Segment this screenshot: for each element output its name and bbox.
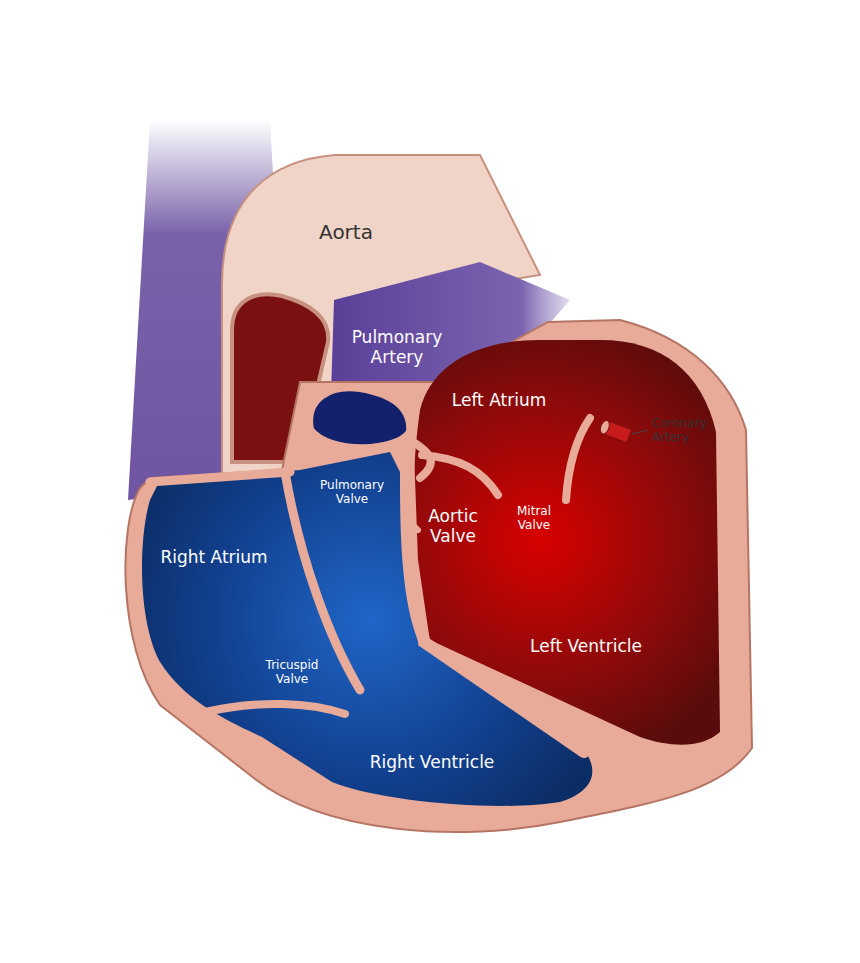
part-name: Aortic Valve: [416, 506, 490, 547]
part-name: Pulmonary Valve: [310, 478, 394, 507]
part-name: Coronary Artery: [652, 416, 732, 445]
part-label: Pulmonary Artery: [337, 327, 457, 368]
part-label: Aortic Valve: [416, 506, 490, 547]
part-label: Tricuspid Valve: [256, 658, 328, 687]
part-name: Right Atrium: [160, 547, 267, 567]
part-label: Mitral Valve: [509, 504, 559, 533]
part-label: Pulmonary Valve: [310, 478, 394, 507]
part-name: Right Ventricle: [370, 752, 495, 772]
part-label: Coronary Artery: [652, 416, 732, 445]
part-label: Aorta: [319, 220, 373, 244]
part-name: Pulmonary Artery: [337, 327, 457, 368]
part-name: Left Atrium: [452, 390, 546, 410]
part-name: Mitral Valve: [509, 504, 559, 533]
leader-line: [632, 430, 648, 434]
part-label: Right Ventricle: [370, 752, 495, 772]
part-label: Right Atrium: [160, 547, 267, 567]
part-name: Tricuspid Valve: [256, 658, 328, 687]
part-label: Left Ventricle: [530, 636, 642, 656]
part-name: Aorta: [319, 220, 373, 244]
part-name: Left Ventricle: [530, 636, 642, 656]
part-label: Left Atrium: [452, 390, 546, 410]
